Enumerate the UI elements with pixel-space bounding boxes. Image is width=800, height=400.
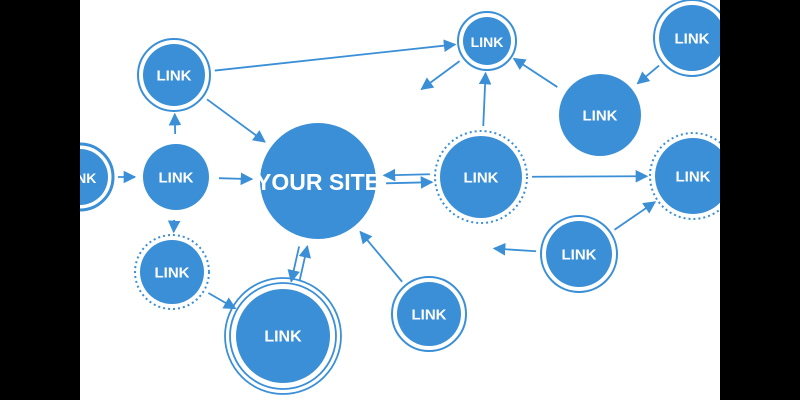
- node-disc: [659, 5, 720, 71]
- node-ring: [540, 215, 618, 293]
- node-link-top-left: LINK: [137, 38, 211, 112]
- node-ring: [224, 277, 342, 395]
- nodes: YOUR SITE LINK LINK LINK LINK LINK LINK LINK LIN…: [64, 0, 720, 395]
- edge-link_bottom_center-to-site: [359, 230, 403, 283]
- link-label: LINK: [583, 108, 618, 125]
- node-link-center-right: LINK: [434, 130, 528, 224]
- node-ring: [457, 11, 517, 71]
- node-link-right-edge: LINK: [649, 132, 720, 220]
- edge-link_right_lower-to-link_right_edge: [613, 201, 657, 231]
- node-disc: [559, 74, 641, 156]
- node-your-site: YOUR SITE: [256, 123, 380, 239]
- node-ring: [653, 0, 720, 77]
- link-label: LINK: [471, 34, 504, 50]
- node-disc: [143, 144, 209, 210]
- link-label: LINK: [464, 170, 499, 187]
- link-label: LINK: [562, 247, 597, 264]
- node-disc: [546, 221, 612, 287]
- node-disc: [463, 17, 511, 65]
- node-ring: [391, 276, 467, 352]
- node-link-left-edge: LINK: [64, 142, 115, 212]
- link-label: LINK: [157, 68, 192, 85]
- edge-link_center_right-to-site: [382, 168, 430, 182]
- node-link-right-upper: LINK: [559, 74, 641, 156]
- link-label: LINK: [264, 329, 302, 346]
- node-ring: [80, 142, 115, 212]
- node-link-bottom-left: LINK: [134, 234, 210, 310]
- node-ring: [137, 38, 211, 112]
- edge-link_bottom_left-to-link_bottom_large: [207, 292, 237, 310]
- node-disc: [236, 289, 330, 383]
- node-link-center-left: LINK: [143, 144, 209, 210]
- edge-link_center_left-to-site: [218, 172, 254, 186]
- link-label: LINK: [64, 170, 97, 186]
- edge-link_top_left-to-link_top_center: [214, 39, 457, 72]
- edge-site-to-link_bottom_large: [287, 246, 300, 283]
- edges: [118, 39, 660, 310]
- node-disc: [80, 149, 108, 205]
- link-label: LINK: [676, 169, 711, 186]
- node-ring-dotted: [434, 130, 528, 224]
- node-disc: [140, 240, 204, 304]
- edge-link_top_center-to-open_top: [420, 60, 461, 91]
- edge-link_center_right-to-link_right_edge: [531, 169, 649, 183]
- node-link-bottom-large: LINK: [224, 277, 342, 395]
- node-ring: [229, 282, 337, 390]
- link-label: LINK: [675, 31, 710, 48]
- node-disc: [143, 44, 205, 106]
- edge-link_right_lower-to-open_right: [492, 242, 537, 256]
- edge-link_top_left-to-site: [206, 98, 266, 143]
- edge-site-to-link_center_right: [386, 176, 434, 189]
- edge-link_bottom_large-to-site: [298, 245, 312, 282]
- node-disc: [397, 282, 461, 346]
- edge-link_right_upper-to-link_top_center: [512, 57, 558, 88]
- link-label: LINK: [155, 265, 190, 282]
- edge-link_top_right-to-link_right_upper: [636, 64, 660, 85]
- node-link-top-center: LINK: [457, 11, 517, 71]
- node-link-right-lower: LINK: [540, 215, 618, 293]
- node-link-bottom-center: LINK: [391, 276, 467, 352]
- node-link-top-right: LINK: [653, 0, 720, 77]
- node-disc: [655, 138, 720, 214]
- your-site-label: YOUR SITE: [256, 169, 380, 195]
- edge-link_center_right-to-link_top_center: [478, 71, 492, 127]
- node-disc: [260, 123, 376, 239]
- edge-link_center_left-to-link_bottom_left: [167, 219, 181, 234]
- node-ring-dotted: [134, 234, 210, 310]
- link-label: LINK: [159, 170, 194, 187]
- node-disc: [440, 136, 522, 218]
- link-label: LINK: [412, 307, 447, 324]
